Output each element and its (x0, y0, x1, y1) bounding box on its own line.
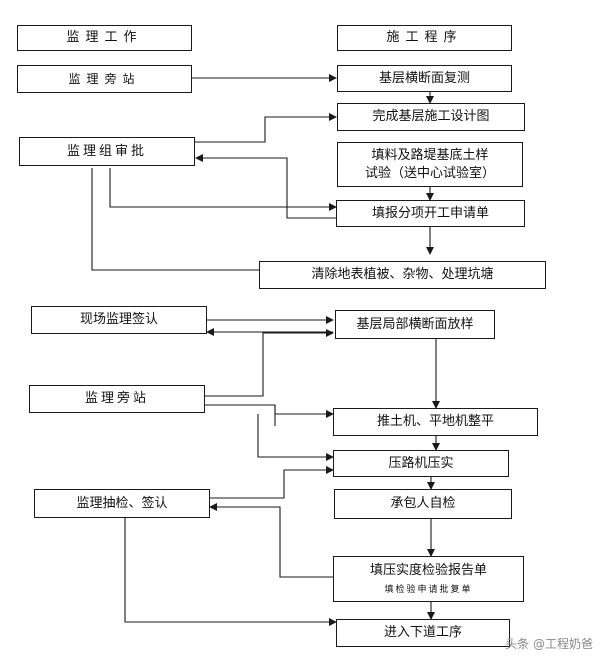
box-clearing: 清除地表植被、杂物、处理坑塘 (259, 261, 546, 289)
watermark-text: 头条 @工程奶爸 (505, 637, 593, 651)
arrow-station-to-roller (257, 414, 334, 461)
box-resurvey: 基层横断面复测 (337, 65, 512, 92)
box-soil-test: 填料及路堤基底土样 试验（送中心试验室） (337, 142, 523, 187)
arrow-station-to-layout (205, 329, 334, 397)
line-review-to-clear (91, 168, 259, 271)
box-roller: 压路机压实 (333, 450, 509, 477)
arrow-sample-to-roller (210, 466, 334, 499)
box-bulldozer: 推土机、平地机整平 (333, 408, 538, 436)
report-line2: 填检验申请批复单 (384, 584, 473, 595)
soil-test-line2: 试验（送中心试验室） (364, 165, 495, 181)
box-apply-start: 填报分项开工申请单 (336, 200, 525, 227)
arrow-apply-to-review (195, 154, 336, 219)
box-design-drawing: 完成基层施工设计图 (337, 103, 525, 131)
box-self-check: 承包人自检 (334, 489, 512, 519)
box-field-sign: 现场监理签认 (31, 306, 207, 334)
report-line1: 填压实度检验报告单 (369, 563, 487, 579)
arrow-station-to-bulldoze (205, 404, 334, 418)
box-layout: 基层局部横断面放样 (335, 310, 495, 339)
box-monitoring-station-2: 监理旁站 (29, 385, 205, 413)
soil-test-line1: 填料及路堤基底土样 (371, 147, 489, 163)
arrow-sample-to-next (124, 518, 337, 626)
arrow-review-to-design (170, 113, 337, 143)
arrow-report-to-sample (209, 503, 333, 578)
header-supervision: 监理工作 (17, 25, 192, 51)
box-compaction-report: 填压实度检验报告单 填检验申请批复单 (333, 556, 524, 602)
box-monitoring-station-1: 监理旁站 (17, 65, 192, 93)
header-procedure: 施工程序 (337, 25, 512, 51)
arrow-review-to-apply (109, 168, 337, 211)
box-sample-sign: 监理抽检、签认 (34, 489, 210, 518)
box-review-approval: 监理组审批 (19, 137, 195, 166)
box-next-process: 进入下道工序 (336, 619, 510, 647)
